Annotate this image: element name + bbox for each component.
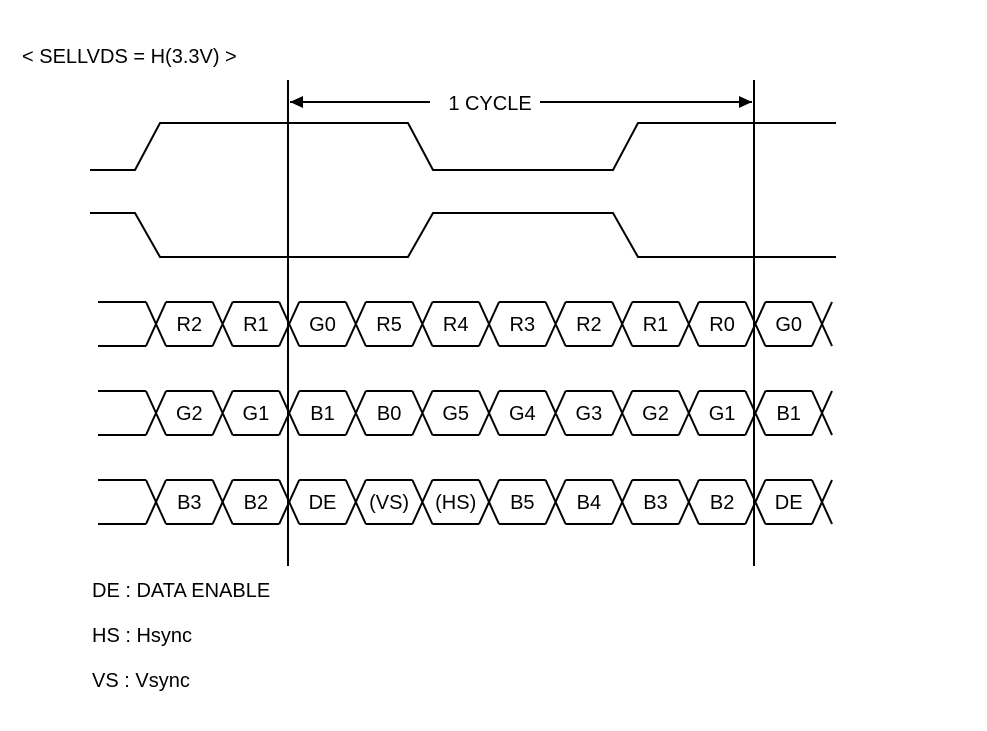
lane-1-cell-4: R5 <box>376 314 402 336</box>
lane-1-cell-7: R2 <box>576 314 602 336</box>
lane-2-cell-2: G1 <box>243 403 270 425</box>
lane-1-cell-2: R1 <box>243 314 269 336</box>
lane-2-cell-8: G2 <box>642 403 669 425</box>
lane-1-cell-10: G0 <box>775 314 802 336</box>
lane-2-cell-4: B0 <box>377 403 401 425</box>
clock-waveform-negative <box>90 212 836 258</box>
lane-2-cell-3: B1 <box>310 403 334 425</box>
lane-2-cell-10: B1 <box>776 403 800 425</box>
lane-3-cell-5: (HS) <box>435 492 476 514</box>
cycle-label: 1 CYCLE <box>448 93 531 115</box>
lane-1-outline <box>98 301 833 347</box>
legend-vs: VS : Vsync <box>92 670 190 692</box>
lane-1-cell-5: R4 <box>443 314 469 336</box>
lane-1-cell-6: R3 <box>510 314 536 336</box>
lane-3-cell-3: DE <box>309 492 337 514</box>
lane-1-cell-1: R2 <box>177 314 203 336</box>
lane-3-cell-2: B2 <box>244 492 268 514</box>
lane-1-cell-9: R0 <box>709 314 735 336</box>
lane-2-cell-9: G1 <box>709 403 736 425</box>
lane-3-cell-6: B5 <box>510 492 534 514</box>
lane-2-cell-7: G3 <box>576 403 603 425</box>
lane-3-outline <box>98 479 833 525</box>
lane-3-cell-9: B2 <box>710 492 734 514</box>
lane-3-cell-7: B4 <box>577 492 601 514</box>
lane-3-cell-4: (VS) <box>369 492 409 514</box>
clock-waveform-positive <box>90 122 836 171</box>
diagram-title: < SELLVDS = H(3.3V) > <box>22 46 237 68</box>
lane-2-cell-6: G4 <box>509 403 536 425</box>
arrowhead-right-icon <box>739 96 752 108</box>
lane-2-outline <box>98 390 833 436</box>
cycle-arrow: 1 CYCLE <box>290 93 752 115</box>
lane-3-cell-1: B3 <box>177 492 201 514</box>
lane-3-cell-10: DE <box>775 492 803 514</box>
lane-2-cell-5: G5 <box>442 403 469 425</box>
lane-3-cell-8: B3 <box>643 492 667 514</box>
legend-de: DE : DATA ENABLE <box>92 580 271 602</box>
legend-hs: HS : Hsync <box>92 625 193 647</box>
lane-1-cell-3: G0 <box>309 314 336 336</box>
arrowhead-left-icon <box>290 96 303 108</box>
lane-1-cell-8: R1 <box>643 314 669 336</box>
lane-2-cell-1: G2 <box>176 403 203 425</box>
